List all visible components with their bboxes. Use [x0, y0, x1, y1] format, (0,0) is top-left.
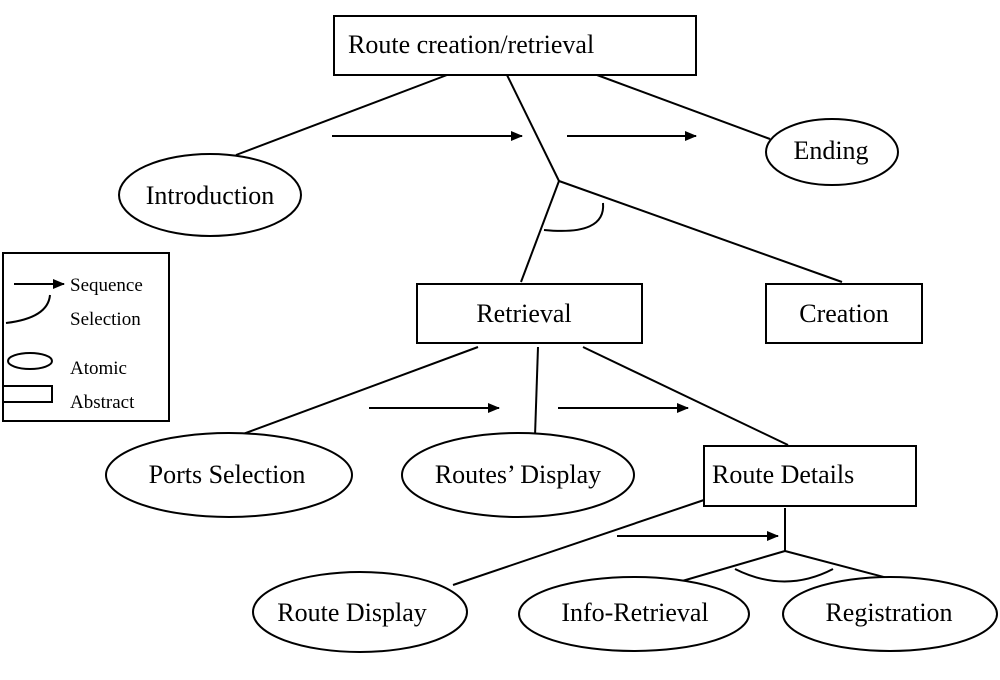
node-label-ports-selection: Ports Selection	[149, 460, 306, 489]
node-label-info-retrieval: Info-Retrieval	[561, 598, 708, 627]
node-info-retrieval: Info-Retrieval	[518, 576, 750, 652]
edge-retrieval-routes-display	[534, 346, 539, 437]
edge-selection-retrieval	[520, 180, 560, 283]
edge-retrieval-ports-selection	[234, 346, 479, 438]
selection-arc-bottom	[734, 568, 834, 583]
sequence-arrows	[332, 131, 779, 541]
node-label-route-details: Route Details	[712, 460, 854, 489]
legend-atomic-ellipse-icon	[7, 352, 53, 370]
node-label-introduction: Introduction	[146, 181, 275, 210]
node-label-ending: Ending	[793, 136, 868, 165]
edge-root-introduction	[235, 74, 448, 156]
legend-abstract-label: Abstract	[70, 392, 135, 413]
edge-retrieval-route-details	[582, 346, 789, 446]
node-retrieval: Retrieval	[416, 283, 643, 344]
node-ports-selection: Ports Selection	[105, 432, 353, 518]
atomic-ellipse	[401, 432, 635, 518]
abstract-box	[765, 283, 923, 344]
legend-selection-label: Selection	[70, 309, 141, 330]
edge-selection-creation	[558, 180, 843, 283]
node-route-details: Route Details	[703, 445, 917, 507]
node-label-creation: Creation	[799, 299, 889, 328]
node-label-registration: Registration	[825, 598, 952, 627]
node-root: Route creation/retrieval	[333, 15, 697, 76]
abstract-box	[416, 283, 643, 344]
legend: Sequence Selection Atomic Abstract	[2, 252, 170, 422]
legend-abstract-box-icon	[2, 385, 53, 403]
legend-atomic-label: Atomic	[70, 358, 127, 379]
edge-root-selection	[506, 74, 560, 182]
atomic-ellipse	[518, 576, 750, 652]
legend-selection-arc-icon	[5, 294, 51, 324]
node-label-route-display: Route Display	[277, 598, 427, 627]
node-routes-display: Routes’ Display	[401, 432, 635, 518]
abstract-box	[703, 445, 917, 507]
edge-root-ending	[596, 74, 771, 140]
node-ending: Ending	[765, 118, 899, 186]
atomic-ellipse	[118, 153, 302, 237]
atomic-ellipse	[765, 118, 899, 186]
node-label-retrieval: Retrieval	[476, 299, 571, 328]
node-introduction: Introduction	[118, 153, 302, 237]
selection-arc-top	[543, 202, 605, 232]
abstract-box	[333, 15, 697, 76]
node-label-routes-display: Routes’ Display	[435, 460, 601, 489]
edge-route-details-route-display	[452, 499, 705, 586]
legend-sequence-label: Sequence	[70, 275, 143, 296]
node-registration: Registration	[782, 576, 998, 652]
node-creation: Creation	[765, 283, 923, 344]
atomic-ellipse	[782, 576, 998, 652]
node-route-display: Route Display	[252, 571, 468, 653]
connector-lines	[234, 74, 919, 587]
node-label-root: Route creation/retrieval	[348, 30, 594, 59]
atomic-ellipse	[105, 432, 353, 518]
atomic-ellipse	[252, 571, 468, 653]
